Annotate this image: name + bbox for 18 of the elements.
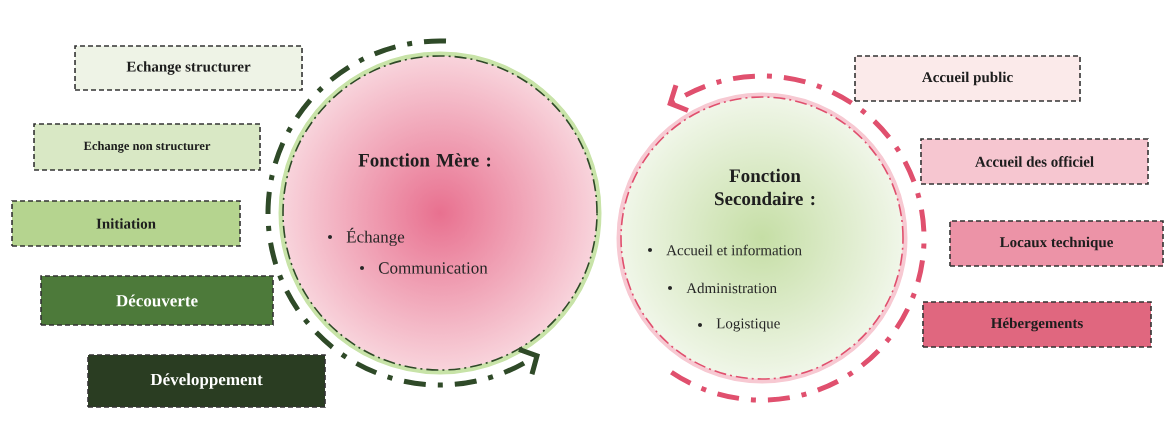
label-box: Accueil public (854, 55, 1081, 102)
label-box: Echange non structurer (33, 123, 261, 171)
cycle-arrow (265, 38, 540, 388)
label-box: Initiation (11, 200, 241, 247)
bullet-item: Communication (378, 262, 488, 274)
label-box: Accueil des officiel (920, 138, 1149, 185)
label-box: Développement (87, 354, 326, 408)
bullet-item: Échange (346, 227, 405, 247)
label-box: Echange structurer (74, 45, 303, 91)
bullet-item: Accueil et information (666, 244, 802, 256)
circle-heading: Fonction Mère : (358, 153, 491, 167)
label-box: Hébergements (922, 301, 1152, 348)
label-box: Découverte (40, 275, 274, 326)
bullet-item: Administration (686, 282, 777, 294)
cycle-arrow (667, 73, 927, 403)
bullet-item: Logistique (716, 318, 780, 332)
circle-heading: Fonction Secondaire : (715, 168, 815, 206)
label-box: Locaux technique (949, 220, 1164, 267)
